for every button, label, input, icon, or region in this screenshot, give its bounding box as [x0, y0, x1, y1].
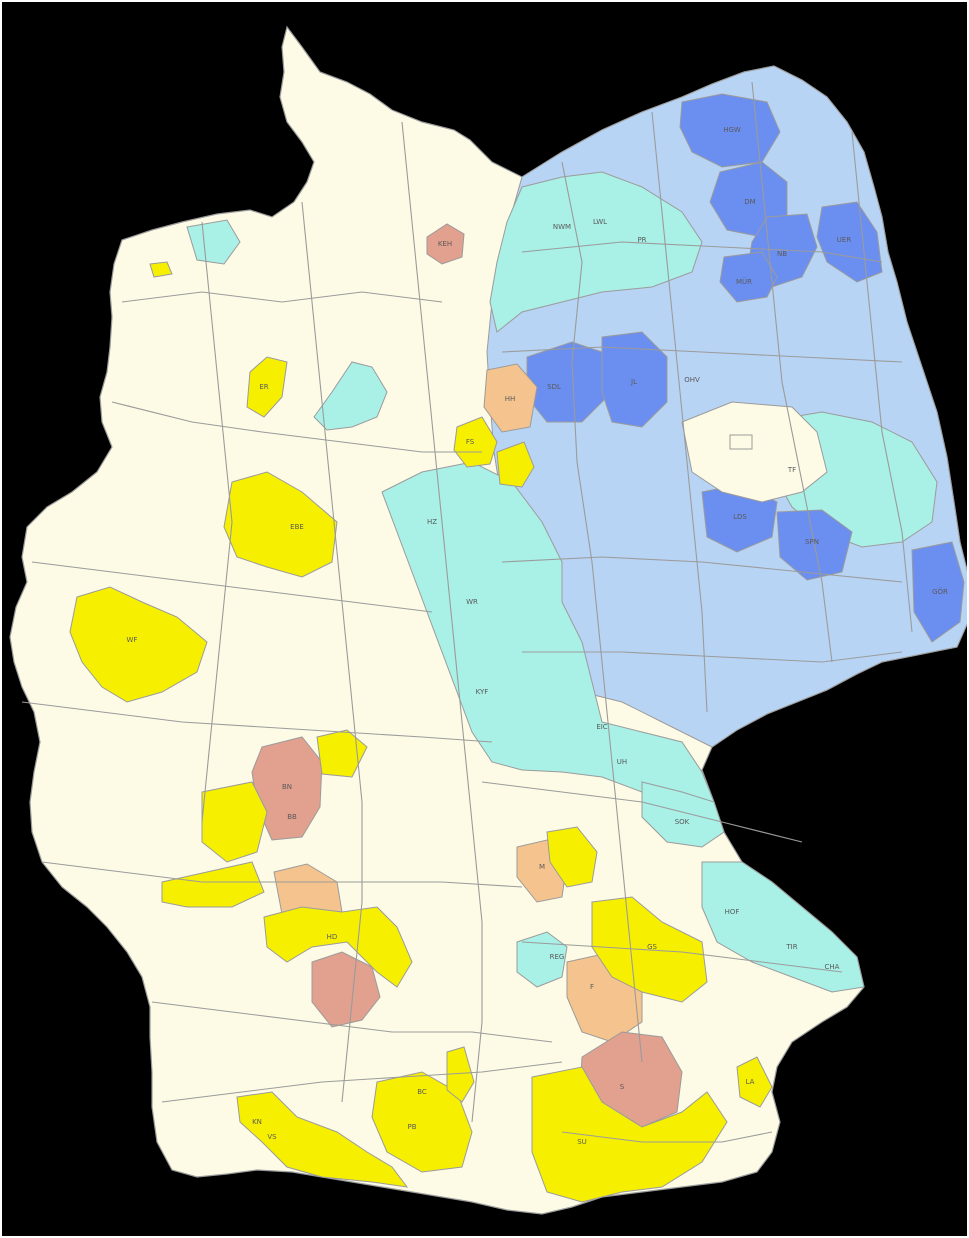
district-label-dm: DM — [744, 198, 755, 206]
region-yellow-koeln[interactable] — [69, 586, 208, 703]
district-label-sok: SOK — [675, 818, 690, 826]
district-label-kyf: KYF — [476, 688, 489, 696]
district-labels: HGW DM NB MÜR UER SDL JL LDS SPN GÖR NWM LWL PR OHV TF… — [127, 126, 949, 1146]
district-label-hz: HZ — [427, 518, 437, 526]
district-label-bb: BB — [287, 813, 297, 821]
region-yellow-ulm[interactable] — [446, 1046, 475, 1103]
district-label-uh: UH — [617, 758, 627, 766]
district-label-tf: TF — [787, 466, 796, 474]
district-label-ebe: EBE — [290, 523, 304, 531]
region-cyan-frisia[interactable] — [186, 219, 241, 265]
district-label-pb: PB — [407, 1123, 416, 1131]
district-label-hof: HOF — [725, 908, 740, 916]
district-label-nwm: NWM — [553, 223, 571, 231]
district-label-gs: GS — [647, 943, 657, 951]
region-blue-jl[interactable] — [601, 331, 668, 428]
region-yellow-franken[interactable] — [546, 826, 598, 888]
region-yellow-main[interactable] — [201, 781, 268, 863]
district-label-hd: HD — [327, 933, 338, 941]
region-yellow-ps[interactable] — [453, 416, 498, 468]
district-label-s: S — [620, 1083, 625, 1091]
region-yellow-wetterau[interactable] — [316, 729, 368, 778]
region-cyan-west-elbe[interactable] — [489, 171, 703, 333]
region-blue-gor[interactable] — [911, 541, 965, 643]
district-label-kn: KN — [252, 1118, 262, 1126]
district-label-bn: BN — [282, 783, 292, 791]
district-label-lwl: LWL — [593, 218, 607, 226]
region-salmon-f[interactable] — [251, 736, 323, 841]
district-label-vs: VS — [267, 1133, 277, 1141]
berlin-city[interactable] — [729, 434, 753, 450]
district-label-lds: LDS — [733, 513, 747, 521]
region-salmon-hh[interactable] — [426, 223, 465, 265]
district-label-uer: UER — [837, 236, 852, 244]
district-label-nb: NB — [777, 250, 787, 258]
district-label-pr: PR — [637, 236, 646, 244]
district-label-er: ER — [259, 383, 268, 391]
region-yellow-wuerttemberg[interactable] — [263, 906, 413, 988]
district-label-wf: WF — [127, 636, 138, 644]
region-yellow-ms[interactable] — [496, 441, 535, 488]
district-label-la: LA — [746, 1078, 755, 1086]
district-label-cha: CHA — [825, 963, 840, 971]
district-label-keh: KEH — [438, 240, 452, 248]
region-cyan-bavaria-east[interactable] — [701, 861, 865, 993]
district-label-mür: MÜR — [736, 277, 752, 286]
district-label-m: M — [539, 863, 545, 871]
district-borders — [21, 81, 913, 1143]
district-label-f: F — [590, 983, 594, 991]
region-salmon-s[interactable] — [311, 951, 381, 1028]
region-yellow-schwaben[interactable] — [371, 1071, 473, 1173]
district-label-tir: TIR — [785, 943, 797, 951]
district-label-su: SU — [577, 1138, 587, 1146]
region-cyan-franconia[interactable] — [641, 781, 725, 848]
district-label-ohv: OHV — [684, 376, 700, 384]
region-yellow-bodensee[interactable] — [236, 1091, 409, 1188]
region-yellow-la[interactable] — [736, 1056, 773, 1108]
district-label-bc: BC — [417, 1088, 427, 1096]
district-label-sdl: SDL — [547, 383, 561, 391]
district-label-hgw: HGW — [723, 126, 741, 134]
region-yellow-pfalz[interactable] — [161, 861, 265, 908]
district-label-jl: JL — [630, 378, 637, 386]
region-yellow-nord[interactable] — [246, 356, 288, 418]
region-yellow-ostfriesland[interactable] — [149, 261, 173, 278]
region-peach-wf[interactable] — [483, 363, 538, 433]
district-label-fs: FS — [466, 438, 475, 446]
district-label-gör: GÖR — [932, 587, 948, 596]
district-label-eic: EIC — [596, 723, 607, 731]
district-label-wr: WR — [466, 598, 478, 606]
district-label-hh: HH — [505, 395, 516, 403]
region-blue-mur[interactable] — [719, 251, 778, 303]
district-label-reg: REG — [550, 953, 565, 961]
region-cyan-kel[interactable] — [516, 931, 568, 988]
district-label-spn: SPN — [805, 538, 819, 546]
region-cyan-small-west[interactable] — [313, 361, 388, 431]
region-blue-uer[interactable] — [816, 201, 883, 283]
